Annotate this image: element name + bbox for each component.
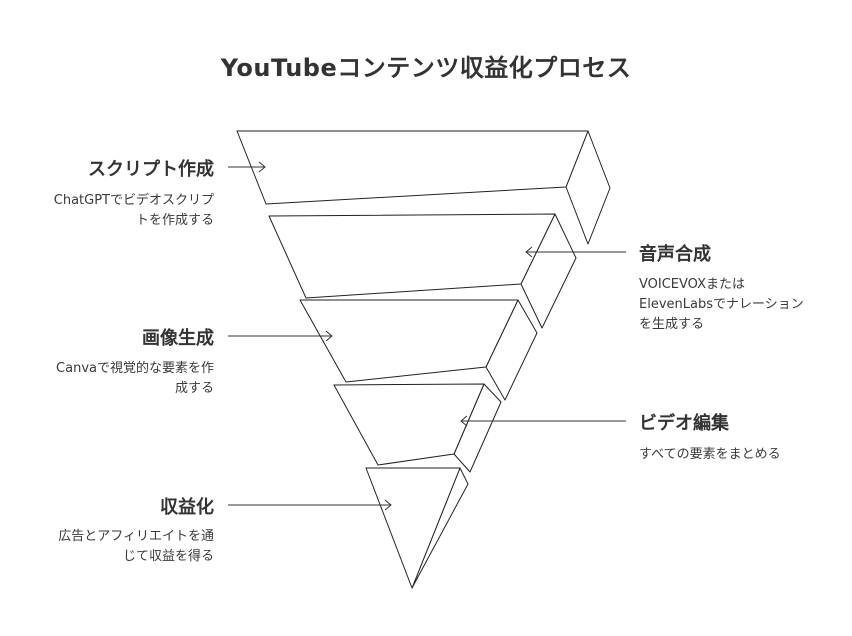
stage-5-description-line-1: 広告とアフィリエイトを通 <box>58 529 214 544</box>
stage-2-description-line-3: を生成する <box>639 317 705 332</box>
stage-2-description-line-1: VOICEVOXまたは <box>639 277 745 292</box>
arrow-1 <box>228 161 266 173</box>
funnel-layer-5 <box>365 467 469 589</box>
stage-5-description: 広告とアフィリエイトを通 じて収益を得る <box>58 527 214 567</box>
stage-3-description-line-1: Canvaで視覚的な要素を作 <box>56 361 214 376</box>
stage-5-description-line-2: じて収益を得る <box>122 549 214 564</box>
funnel-layer-3 <box>299 299 538 401</box>
arrow-4 <box>460 415 626 427</box>
stage-1-title: スクリプト作成 <box>88 159 214 180</box>
stage-3-description: Canvaで視覚的な要素を作 成する <box>56 359 214 399</box>
stage-3-title: 画像生成 <box>142 328 214 349</box>
stage-1-description: ChatGPTでビデオスクリプ トを作成する <box>54 191 214 231</box>
stage-4-title: ビデオ編集 <box>639 413 729 434</box>
arrow-3 <box>228 330 333 342</box>
stage-1-description-line-2: トを作成する <box>135 213 214 228</box>
stage-2-title: 音声合成 <box>639 244 711 265</box>
arrow-5 <box>228 499 392 511</box>
stage-4-description-line-1: すべての要素をまとめる <box>639 447 781 462</box>
diagram-title: YouTubeコンテンツ収益化プロセス <box>220 54 632 82</box>
funnel-layer-1 <box>236 130 611 245</box>
funnel-layer-4 <box>333 383 502 473</box>
stage-5-title: 収益化 <box>160 497 214 518</box>
arrow-2 <box>525 246 626 258</box>
stage-2-description: VOICEVOXまたは ElevenLabsでナレーション を生成する <box>639 275 804 335</box>
stage-3-description-line-2: 成する <box>174 381 214 396</box>
stage-1-description-line-1: ChatGPTでビデオスクリプ <box>53 193 214 208</box>
stage-4-description: すべての要素をまとめる <box>639 445 781 465</box>
stage-2-description-line-2: ElevenLabsでナレーション <box>639 297 804 312</box>
funnel-layer-2 <box>268 213 577 329</box>
